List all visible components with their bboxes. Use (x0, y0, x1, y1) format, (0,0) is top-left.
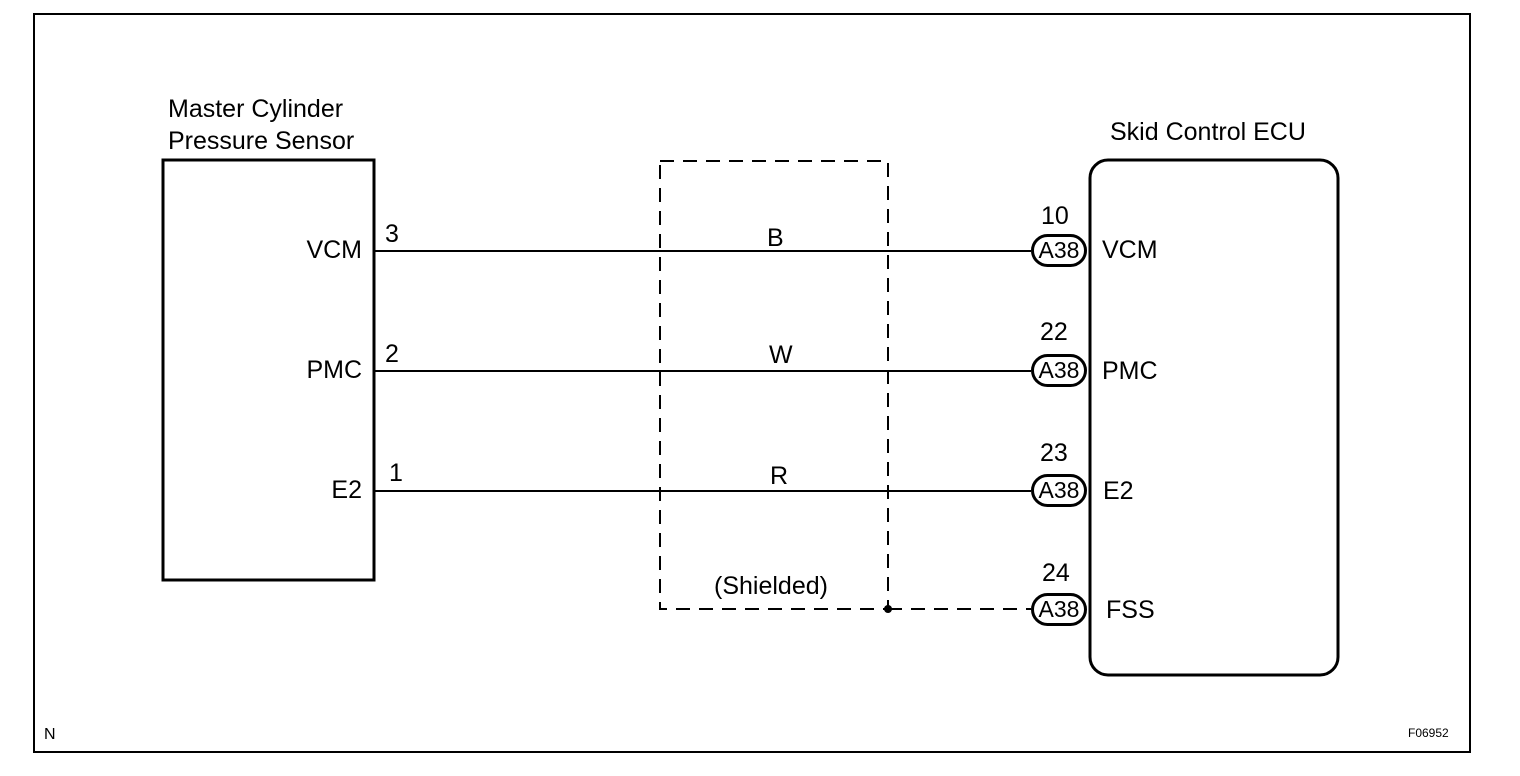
ecu-terminal-fss: FSS (1106, 596, 1155, 624)
ecu-pin-23: 23 (1040, 439, 1068, 467)
ecu-connector-fss: A38 (1031, 593, 1087, 626)
sensor-pin-3: 3 (385, 220, 399, 248)
ecu-pin-22: 22 (1040, 318, 1068, 346)
sensor-pin-2: 2 (385, 340, 399, 368)
ecu-box (1088, 158, 1340, 677)
footer-left-code: N (44, 726, 56, 743)
sensor-terminal-pmc: PMC (306, 356, 362, 384)
figure-id: F06952 (1408, 726, 1449, 740)
sensor-title-line1: Master Cylinder (168, 95, 344, 123)
wire-color-r: R (770, 462, 789, 490)
sensor-terminal-vcm: VCM (306, 236, 362, 264)
ecu-terminal-vcm: VCM (1102, 236, 1158, 264)
ecu-pin-24: 24 (1042, 559, 1070, 587)
wire-color-b: B (767, 224, 784, 252)
ecu-connector-vcm: A38 (1031, 234, 1087, 267)
shield-box (659, 160, 889, 610)
ecu-connector-e2: A38 (1031, 474, 1087, 507)
ecu-title: Skid Control ECU (1110, 118, 1306, 146)
sensor-pin-1: 1 (389, 459, 403, 487)
ecu-connector-pmc: A38 (1031, 354, 1087, 387)
sensor-title-line2: Pressure Sensor (168, 127, 355, 155)
wire-color-w: W (769, 341, 793, 369)
shield-label: (Shielded) (714, 572, 828, 600)
ecu-pin-10: 10 (1041, 202, 1069, 230)
shield-ground-node (884, 605, 892, 613)
sensor-terminal-e2: E2 (331, 476, 362, 504)
diagram-frame (33, 13, 1471, 753)
ecu-terminal-e2: E2 (1103, 477, 1134, 505)
ecu-terminal-pmc: PMC (1102, 357, 1158, 385)
